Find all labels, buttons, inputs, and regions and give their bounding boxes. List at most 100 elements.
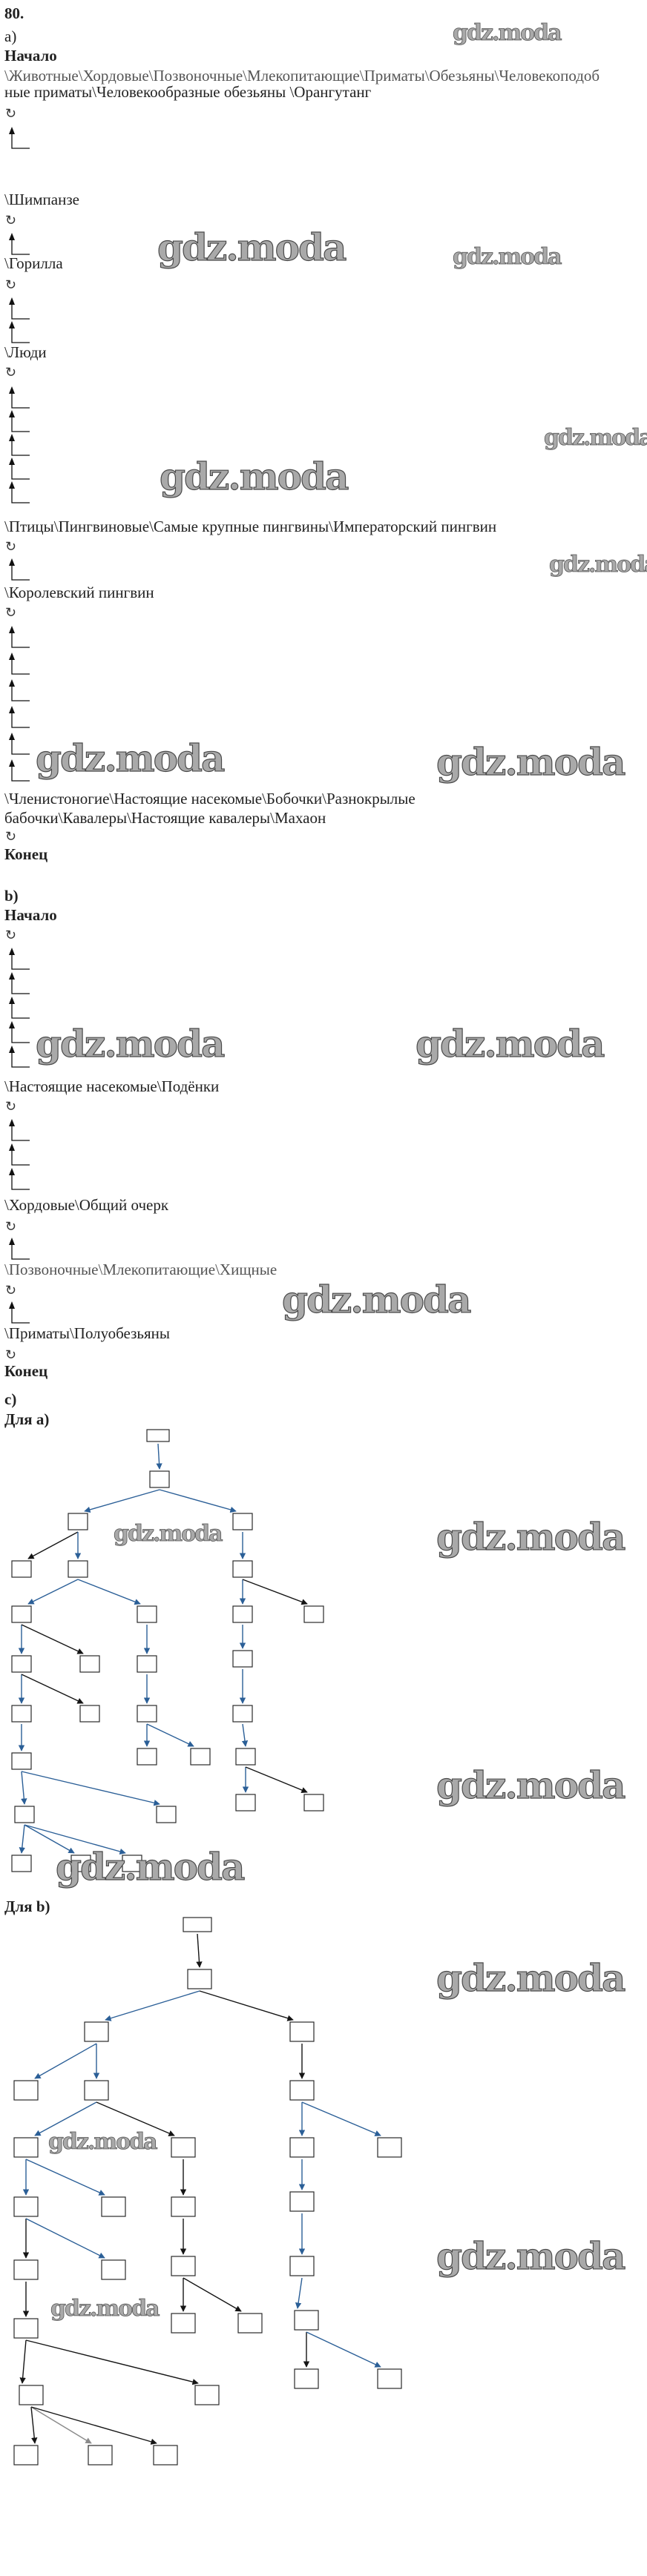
diagram-a-node xyxy=(146,1429,170,1442)
diagram-a-node xyxy=(303,1794,324,1812)
diagram-b-node xyxy=(289,2137,315,2158)
step-people: \Люди xyxy=(4,343,47,361)
up-arrow-corner-icon xyxy=(4,947,30,971)
diagram-b-edge-arrow xyxy=(199,1990,294,2021)
diagram-b-node xyxy=(88,2445,113,2466)
up-arrow-corner-icon xyxy=(4,320,30,344)
diagram-a-node xyxy=(11,1605,32,1623)
loop-icon: ↻ xyxy=(5,1347,17,1362)
diagram-a-node xyxy=(11,1855,32,1872)
diagram-a-edge-arrow xyxy=(19,1824,25,1854)
diagram-a-edge-arrow xyxy=(27,1531,79,1559)
diagram-b-node xyxy=(377,2368,402,2389)
up-arrow-corner-icon xyxy=(4,1237,30,1261)
diagram-a-edge-arrow xyxy=(27,1579,79,1605)
diagram-b-node xyxy=(101,2196,126,2217)
up-arrow-corner-icon xyxy=(4,297,30,320)
diagram-b-node xyxy=(194,2385,220,2405)
loop-icon: ↻ xyxy=(5,928,17,942)
loop-icon: ↻ xyxy=(5,605,17,620)
loop-icon: ↻ xyxy=(5,365,17,380)
diagram-a-title: Для a) xyxy=(4,1410,50,1428)
up-arrow-corner-icon xyxy=(4,705,30,729)
up-arrow-corner-icon xyxy=(4,678,30,702)
diagram-b-edge-arrow xyxy=(183,2277,242,2312)
watermark: gdz.moda xyxy=(50,2296,160,2322)
up-arrow-corner-icon xyxy=(4,652,30,676)
diagram-a-edge-arrow xyxy=(24,1824,126,1855)
part-c-label: c) xyxy=(4,1390,17,1408)
diagram-b-node xyxy=(171,2137,196,2158)
diagram-b-node xyxy=(153,2445,178,2466)
up-arrow-corner-icon xyxy=(4,457,30,480)
up-arrow-corner-icon xyxy=(4,625,30,649)
up-arrow-corner-icon xyxy=(4,480,30,504)
loop-icon: ↻ xyxy=(5,106,17,121)
diagram-a-edge-arrow xyxy=(156,1443,162,1470)
up-arrow-corner-icon xyxy=(4,759,30,782)
diagram-b-node xyxy=(377,2137,402,2158)
part-b-end: Конец xyxy=(4,1362,48,1380)
watermark: gdz.moda xyxy=(159,455,349,498)
diagram-a-edge-arrow xyxy=(146,1723,194,1747)
diagram-b-edge-arrow xyxy=(25,2218,105,2259)
diagram-b-edge-arrow xyxy=(306,2331,381,2368)
diagram-b-edge-arrow xyxy=(34,2043,97,2079)
diagram-a-node xyxy=(232,1650,253,1668)
up-arrow-corner-icon xyxy=(4,1143,30,1166)
diagram-a-edge-arrow xyxy=(84,1489,160,1513)
part-b-start: Начало xyxy=(4,906,57,924)
diagram-b-edge-arrow xyxy=(30,2406,92,2444)
up-arrow-corner-icon xyxy=(4,409,30,433)
step-king-penguin: \Королевский пингвин xyxy=(4,584,154,601)
watermark: gdz.moda xyxy=(415,1022,605,1066)
watermark: gdz.moda xyxy=(35,736,226,780)
diagram-a-node xyxy=(11,1752,32,1770)
diagram-b-edge-arrow xyxy=(295,2277,303,2309)
diagram-b-node xyxy=(289,2021,315,2042)
watermark: gdz.moda xyxy=(48,2129,158,2155)
diagram-b-node xyxy=(294,2310,319,2331)
diagram-b-edge-arrow xyxy=(301,2101,381,2136)
diagram-b-edge-arrow xyxy=(19,2339,27,2384)
diagram-b-node xyxy=(294,2368,319,2389)
loop-icon: ↻ xyxy=(5,829,17,844)
diagram-a-node xyxy=(14,1806,35,1823)
step-mayflies: \Настоящие насекомые\Подёнки xyxy=(4,1077,220,1095)
up-arrow-corner-icon xyxy=(4,558,30,581)
step-gorilla: \Горилла xyxy=(4,254,63,272)
step-arthropods-line1: \Членистоногие\Настоящие насекомые\Бобоч… xyxy=(4,790,416,808)
up-arrow-corner-icon xyxy=(4,433,30,457)
diagram-a-node xyxy=(156,1806,177,1823)
step-prosimians: \Приматы\Полуобезьяны xyxy=(4,1324,170,1342)
diagram-a-edge-arrow xyxy=(21,1674,84,1704)
watermark: gdz.moda xyxy=(436,2234,626,2278)
part-a-end: Конец xyxy=(4,845,48,863)
part-a-label: a) xyxy=(4,27,17,45)
diagram-a-node xyxy=(149,1470,170,1488)
diagram-b-node xyxy=(19,2385,44,2405)
diagram-a-node xyxy=(137,1605,157,1623)
diagram-b-edge-arrow xyxy=(96,2101,175,2136)
diagram-b-node xyxy=(187,1969,212,1989)
watermark: gdz.moda xyxy=(453,244,562,270)
diagram-a-node xyxy=(122,1855,142,1872)
diagram-a-edge-arrow xyxy=(21,1771,160,1806)
diagram-b-node xyxy=(289,2256,315,2276)
watermark: gdz.moda xyxy=(549,552,647,578)
loop-icon: ↻ xyxy=(5,1219,17,1234)
diagram-a-node xyxy=(190,1748,211,1766)
up-arrow-corner-icon xyxy=(4,126,30,150)
up-arrow-corner-icon xyxy=(4,1167,30,1191)
diagram-b-node xyxy=(13,2196,39,2217)
part-a-path-line1: \Животные\Хордовые\Позвоночные\Млекопита… xyxy=(4,67,600,85)
diagram-b-node xyxy=(13,2259,39,2280)
diagram-a-node xyxy=(232,1605,253,1623)
diagram-b-node xyxy=(13,2080,39,2101)
step-arthropods-line2: бабочки\Кавалеры\Настоящие кавалеры\Маха… xyxy=(4,809,326,827)
diagram-b-node xyxy=(13,2137,39,2158)
diagram-a-edge-arrow xyxy=(77,1579,141,1605)
watermark: gdz.moda xyxy=(114,1521,223,1547)
diagram-b-edge-arrow xyxy=(30,2406,38,2444)
